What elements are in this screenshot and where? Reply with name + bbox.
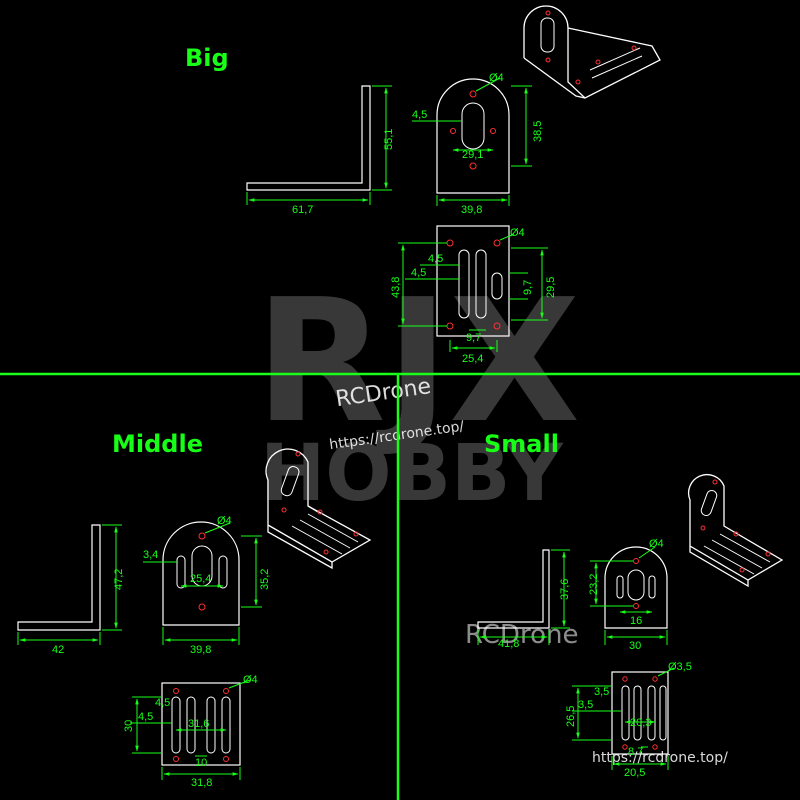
big-front-spacing: 29,1 — [462, 149, 483, 161]
big-base-depth: 43,8 — [390, 277, 402, 298]
middle-base-width: 31,8 — [191, 777, 212, 789]
middle-base-slot-a: 4,5 — [155, 697, 170, 709]
small-side-width: 41,8 — [498, 638, 519, 650]
watermark: RJX HOBBY — [255, 263, 580, 519]
middle-bracket-3d — [265, 448, 372, 570]
middle-side-width: 42 — [52, 644, 64, 656]
small-side-height: 37,6 — [559, 579, 571, 600]
big-base-view: Ø4 4,5 4,5 43,8 29,5 9,7 9,7 25,4 — [390, 225, 557, 365]
label-middle: Middle — [112, 430, 203, 458]
big-side-width: 61,7 — [292, 204, 313, 216]
middle-front-width: 39,8 — [190, 644, 211, 656]
watermark-logo-bottom: HOBBY — [260, 429, 564, 519]
middle-base-slot-b: 4,5 — [138, 711, 153, 723]
small-front-width: 30 — [629, 640, 641, 652]
middle-base-hole: Ø4 — [243, 674, 258, 686]
small-base-view: Ø3,5 3,5 3,5 26,5 20,3 8,7 20,5 — [565, 661, 692, 779]
big-bracket-3d — [523, 5, 661, 99]
middle-side-view: 42 47,2 — [17, 524, 125, 656]
big-front-view: Ø4 4,5 29,1 38,5 39,8 — [412, 72, 544, 216]
middle-side-height: 47,2 — [113, 569, 125, 590]
label-small: Small — [484, 430, 559, 458]
big-base-slot-a: 4,5 — [428, 253, 443, 265]
big-front-hole: Ø4 — [489, 72, 504, 84]
small-front-spacing: 16 — [630, 615, 642, 627]
small-side-view: 41,8 37,6 — [477, 549, 571, 650]
big-base-gap: 9,7 — [522, 280, 534, 295]
small-bracket-3d — [687, 474, 784, 588]
big-front-slot: 4,5 — [412, 109, 427, 121]
big-base-inner: 9,7 — [466, 332, 481, 344]
small-base-hole: Ø3,5 — [668, 661, 692, 673]
label-big: Big — [185, 44, 229, 72]
small-base-width: 20,5 — [624, 767, 645, 779]
big-side-height: 55,1 — [383, 129, 395, 150]
big-base-height: 29,5 — [545, 277, 557, 298]
small-front-height: 23,2 — [588, 574, 600, 595]
middle-front-spacing: 25,4 — [190, 573, 211, 585]
big-base-slot-b: 4,5 — [411, 267, 426, 279]
middle-base-gap: 10 — [195, 757, 207, 769]
watermark-logo-top: RJX — [255, 263, 580, 461]
big-base-hole: Ø4 — [510, 227, 525, 239]
middle-front-view: Ø4 3,4 25,4 35,2 39,8 — [143, 515, 271, 656]
small-base-slot-b: 3,5 — [578, 699, 593, 711]
middle-front-hole: Ø4 — [217, 515, 232, 527]
small-base-gap: 8,7 — [628, 746, 643, 758]
small-base-inner: 20,3 — [630, 717, 651, 729]
big-base-width: 25,4 — [462, 353, 483, 365]
big-front-height: 38,5 — [532, 121, 544, 142]
middle-base-view: Ø4 4,5 4,5 30 31,6 10 31,8 — [123, 674, 258, 789]
big-side-view: 61,7 55,1 — [246, 85, 395, 216]
watermark-brand-2: RCDrone — [465, 620, 578, 650]
middle-base-inner: 31,6 — [188, 718, 209, 730]
small-front-view: Ø4 16 23,2 30 — [588, 538, 668, 652]
middle-front-height: 35,2 — [259, 569, 271, 590]
small-base-slot-a: 3,5 — [594, 686, 609, 698]
big-front-width: 39,8 — [461, 204, 482, 216]
small-base-depth: 26,5 — [565, 706, 577, 727]
small-front-hole: Ø4 — [649, 538, 664, 550]
middle-base-depth: 30 — [123, 720, 135, 732]
middle-front-slot: 3,4 — [143, 549, 158, 561]
